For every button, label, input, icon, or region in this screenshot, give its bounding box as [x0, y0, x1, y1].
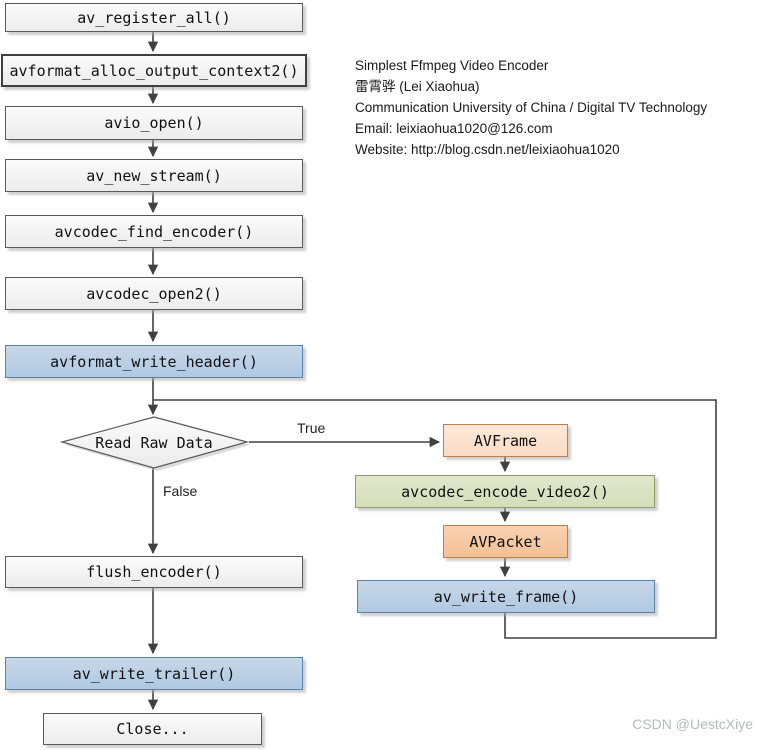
- flow-node-av-new-stream: av_new_stream(): [5, 159, 303, 192]
- flow-node-avio-open: avio_open(): [5, 106, 303, 140]
- branch-label-true: True: [297, 420, 326, 436]
- decision-diamond: [59, 416, 250, 469]
- branch-label-false: False: [163, 483, 198, 499]
- flow-node-flush-encoder: flush_encoder(): [5, 556, 303, 588]
- info-author: 雷霄骅 (Lei Xiaohua): [355, 79, 480, 94]
- flow-node-avformat-alloc-output-context2: avformat_alloc_output_context2(): [1, 54, 307, 87]
- flow-node-avcodec-find-encoder: avcodec_find_encoder(): [5, 215, 303, 248]
- flow-node-close: Close...: [43, 713, 262, 745]
- flow-node-avpacket: AVPacket: [443, 525, 568, 558]
- flow-node-avformat-write-header: avformat_write_header(): [5, 345, 303, 378]
- flow-node-avcodec-encode-video2: avcodec_encode_video2(): [355, 475, 655, 508]
- info-affiliation: Communication University of China / Digi…: [355, 100, 708, 115]
- decision-label: Read Raw Data: [95, 434, 213, 452]
- csdn-watermark: CSDN @UestcXiye: [632, 716, 753, 732]
- info-title: Simplest Ffmpeg Video Encoder: [355, 58, 549, 73]
- flow-node-avframe: AVFrame: [443, 424, 568, 457]
- flow-node-avcodec-open2: avcodec_open2(): [5, 277, 303, 310]
- info-email: Email: leixiaohua1020@126.com: [355, 121, 553, 136]
- info-website: Website: http://blog.csdn.net/leixiaohua…: [355, 142, 620, 157]
- flow-node-av-register-all: av_register_all(): [5, 3, 303, 32]
- flow-node-av-write-frame: av_write_frame(): [357, 580, 655, 613]
- flow-node-av-write-trailer: av_write_trailer(): [5, 657, 303, 690]
- loop-back-line: [153, 399, 717, 639]
- info-block: Simplest Ffmpeg Video Encoder 雷霄骅 (Lei X…: [355, 55, 755, 160]
